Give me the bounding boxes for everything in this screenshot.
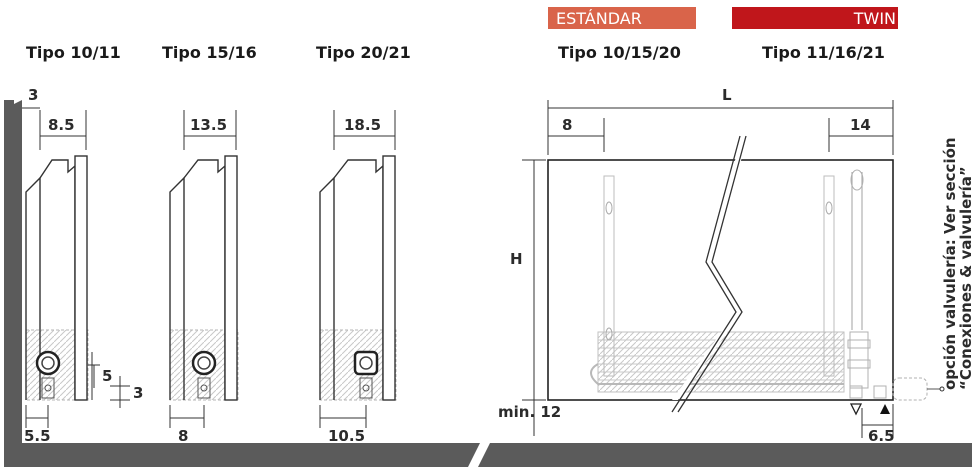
dim-width-b: 13.5 (190, 116, 227, 134)
front-dims: L 8 14 H min. 12 6.5 (498, 86, 895, 445)
dim-width-a: 8.5 (48, 116, 75, 134)
header-tipo-10-11: Tipo 10/11 (26, 43, 121, 62)
wall-corner-marker (14, 96, 22, 104)
header-tipo-20-21: Tipo 20/21 (316, 43, 411, 62)
dim-conn-height: 5 (102, 367, 112, 385)
header-tipo-10-15-20: Tipo 10/15/20 (558, 43, 681, 62)
side-dims-2: 13.5 8 (169, 110, 237, 445)
twin-badge-label: TWIN (853, 9, 896, 28)
wall (4, 100, 22, 467)
side-dims-3: 18.5 10.5 (319, 110, 396, 445)
triangle-up-filled-icon (880, 404, 890, 414)
side-view-tipo-15-16 (169, 155, 239, 401)
dim-length: L (722, 86, 732, 104)
note-line-1: opción valvulería: Ver sección (941, 137, 959, 390)
dim-gap-top: 3 (28, 86, 38, 104)
dim-offset-c: 10.5 (328, 427, 365, 445)
dim-height: H (510, 250, 523, 268)
floor-right (478, 443, 972, 467)
dim-left-margin: 8 (562, 116, 572, 134)
dim-right-margin: 14 (850, 116, 871, 134)
valve-option-note: opción valvulería: Ver sección “Conexion… (941, 137, 972, 390)
note-line-2: “Conexiones & valvulería” (957, 166, 972, 390)
twin-badge (732, 7, 898, 29)
dim-floor-gap: min. 12 (498, 403, 561, 421)
estandar-badge (548, 7, 696, 29)
header-tipo-15-16: Tipo 15/16 (162, 43, 257, 62)
side-dims-1: 3 8.5 5 3 5.5 (22, 86, 143, 445)
dim-conn-low: 3 (133, 384, 143, 402)
dim-offset-a: 5.5 (24, 427, 51, 445)
header-tipo-11-16-21: Tipo 11/16/21 (762, 43, 885, 62)
front-view-radiator (547, 135, 945, 413)
dim-valve-offset: 6.5 (868, 427, 895, 445)
floor-left (4, 443, 480, 467)
side-view-tipo-10-11 (25, 155, 89, 401)
dim-width-c: 18.5 (344, 116, 381, 134)
side-view-tipo-20-21 (319, 155, 397, 401)
dim-offset-b: 8 (178, 427, 188, 445)
estandar-badge-label: ESTÁNDAR (556, 9, 642, 28)
triangle-down-outline-icon (849, 403, 863, 416)
